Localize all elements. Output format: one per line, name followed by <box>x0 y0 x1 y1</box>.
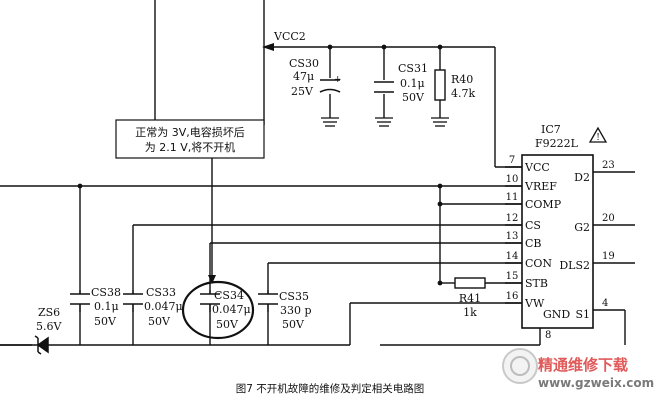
cs35-ref: CS35 <box>279 290 309 303</box>
ic-ref: IC7 <box>541 123 561 136</box>
junction-dots <box>77 44 443 286</box>
svg-text:D2: D2 <box>574 171 590 184</box>
ic-right-pins: 23 D2 20 G2 19 DLS2 4 S1 <box>559 160 614 321</box>
svg-text:S1: S1 <box>575 308 590 321</box>
zener-diode-icon <box>34 335 49 355</box>
svg-text:COMP: COMP <box>525 198 562 211</box>
svg-text:19: 19 <box>602 251 615 262</box>
svg-text:23: 23 <box>602 160 615 171</box>
svg-text:11: 11 <box>506 192 519 203</box>
vcc2-label: VCC2 <box>273 30 306 43</box>
r40-ref: R40 <box>451 73 473 86</box>
svg-text:精通维修下载: 精通维修下载 <box>538 356 628 374</box>
ic-part: F9222L <box>535 137 579 150</box>
zs6-ref: ZS6 <box>38 306 60 319</box>
r40-resistor-symbol <box>434 69 446 101</box>
zs6-value: 5.6V <box>36 320 62 333</box>
warning-triangle-icon <box>588 126 608 143</box>
svg-text:VCC: VCC <box>524 161 550 174</box>
gnd-pin-num: 8 <box>545 330 551 341</box>
bottom-capacitor-symbols <box>70 290 278 312</box>
cs30-capacitor-symbol <box>319 79 341 93</box>
cs35-value: 330 p <box>280 304 312 317</box>
cs38-voltage: 50V <box>94 315 117 328</box>
svg-text:4: 4 <box>602 298 608 309</box>
ic-pin-stubs <box>505 166 522 304</box>
cs33-ref: CS33 <box>146 286 176 299</box>
svg-text:VW: VW <box>524 297 545 310</box>
svg-text:www.gzweix.com: www.gzweix.com <box>538 376 654 390</box>
cs34-ref: CS34 <box>214 289 244 302</box>
svg-text:CON: CON <box>525 257 552 270</box>
svg-text:DLS2: DLS2 <box>559 259 590 272</box>
cs30-value: 47μ <box>293 70 314 83</box>
svg-text:13: 13 <box>506 231 519 242</box>
svg-text:16: 16 <box>506 291 519 302</box>
figure-caption: 图7 不开机故障的维修及判定相关电路图 <box>236 382 425 395</box>
highlight-ellipse <box>181 280 255 340</box>
r41-value: 1k <box>463 306 477 319</box>
cs30-voltage: 25V <box>291 85 314 98</box>
cs30-polarity: + <box>334 75 342 85</box>
cs33-value: 0.047μ <box>144 300 183 313</box>
cs38-ref: CS38 <box>91 286 121 299</box>
cs38-value: 0.1μ <box>94 300 119 313</box>
cs30-ref: CS30 <box>289 57 319 70</box>
svg-text:10: 10 <box>506 174 519 185</box>
cs31-value: 0.1μ <box>400 77 425 90</box>
svg-text:CB: CB <box>525 237 542 250</box>
watermark-logo-icon <box>502 348 538 384</box>
cs31-voltage: 50V <box>402 91 425 104</box>
svg-text:20: 20 <box>602 213 615 224</box>
ground-icon <box>321 117 449 127</box>
annotation-box <box>115 119 265 159</box>
svg-text:CS: CS <box>525 219 541 232</box>
cs34-value: 0.047μ <box>212 303 251 316</box>
r41-ref: R41 <box>459 292 481 305</box>
ic-left-pins: 7 VCC 10 VREF 11 COMP 12 CS 13 CB 14 CON… <box>506 155 562 310</box>
wires <box>0 0 635 346</box>
cs31-ref: CS31 <box>398 62 428 75</box>
gnd-pin-name: GND <box>543 308 570 321</box>
svg-text:12: 12 <box>506 213 519 224</box>
cs35-voltage: 50V <box>282 318 305 331</box>
r41-resistor-symbol <box>454 277 486 289</box>
svg-text:7: 7 <box>509 155 515 166</box>
svg-text:15: 15 <box>506 271 519 282</box>
annotation-line2: 为 2.1 V,将不开机 <box>145 140 236 154</box>
annotation-line1: 正常为 3V,电容损坏后 <box>135 125 245 139</box>
cs33-voltage: 50V <box>148 315 171 328</box>
cs34-voltage: 50V <box>216 318 239 331</box>
svg-text:G2: G2 <box>574 221 590 234</box>
ic7-body <box>521 154 594 329</box>
r40-value: 4.7k <box>451 87 475 100</box>
svg-text:STB: STB <box>525 277 548 290</box>
svg-text:VREF: VREF <box>524 180 557 193</box>
vcc2-arrow-icon <box>262 43 274 51</box>
svg-text:14: 14 <box>506 251 519 262</box>
cs31-capacitor-symbol <box>374 81 394 93</box>
watermark: 精通维修下载 www.gzweix.com <box>502 348 654 390</box>
pointer-arrow-icon <box>208 275 216 284</box>
warning-mark: ! <box>596 133 600 143</box>
